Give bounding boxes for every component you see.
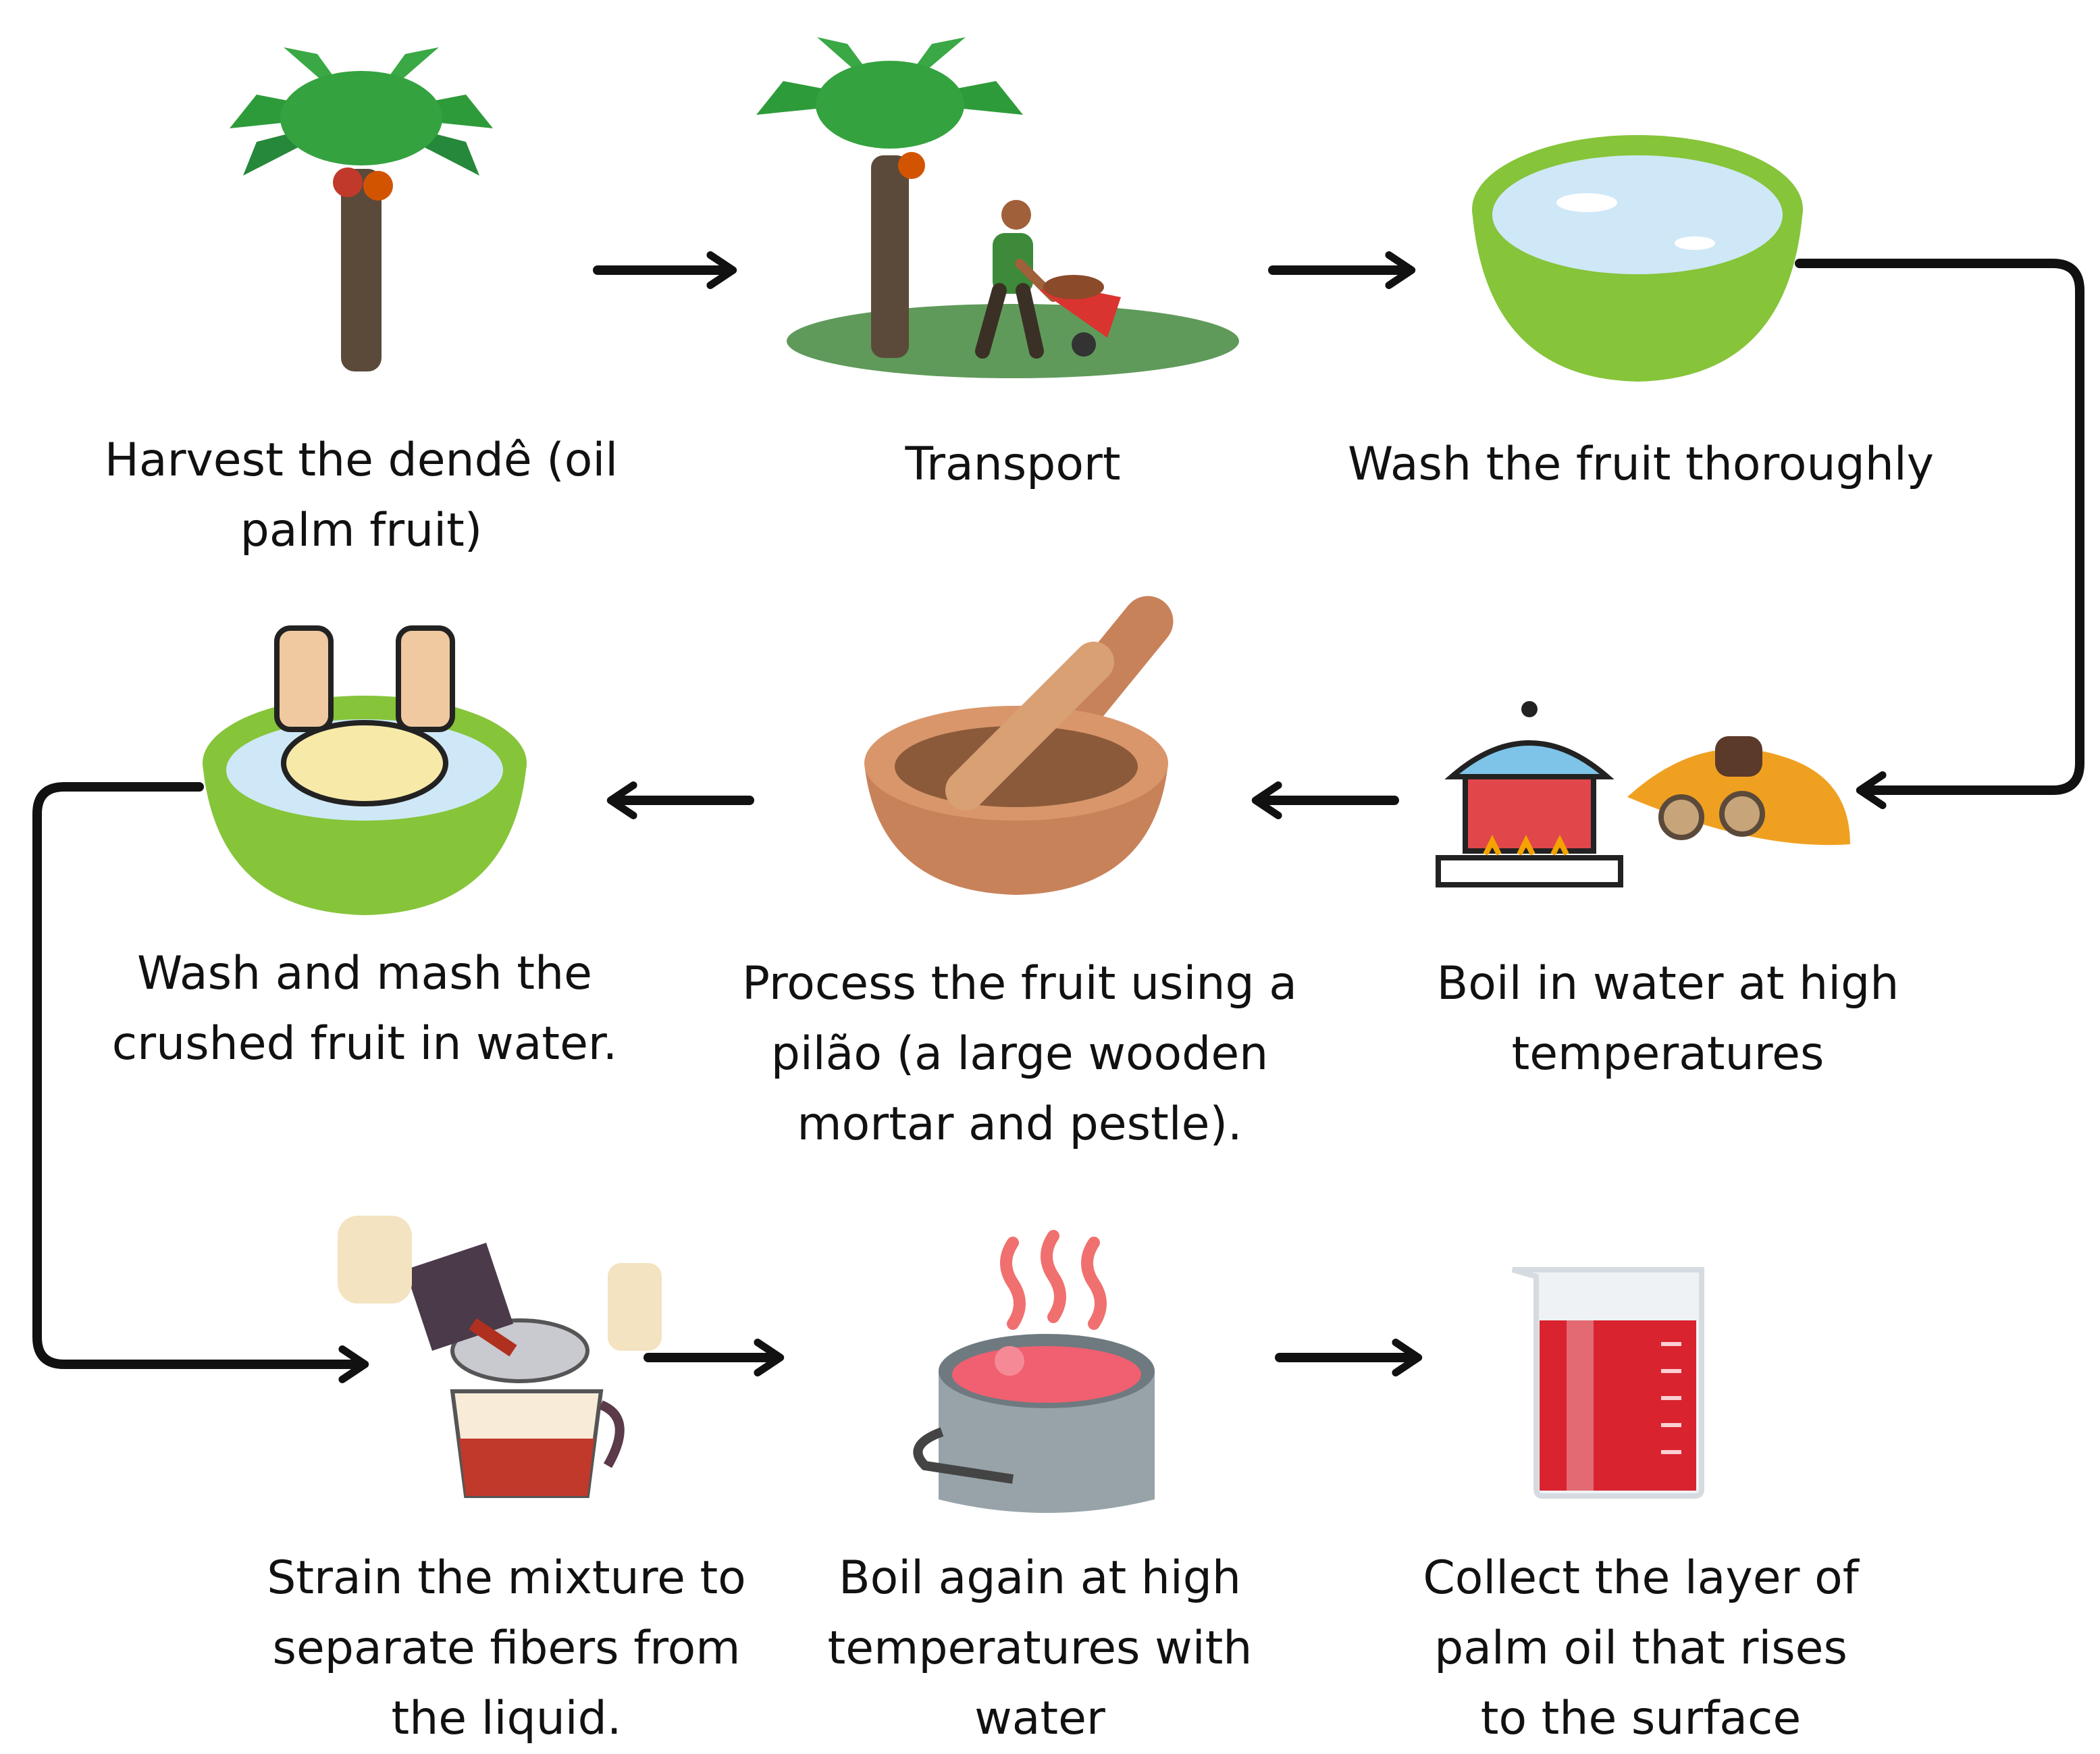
step-label-boil-water: Boil in water at high temperatures — [1436, 957, 1899, 1081]
boiling-pot-icon — [913, 1230, 1155, 1513]
step-label-strain: Strain the mixture to separate fibers fr… — [267, 1551, 746, 1745]
step-label-wash-mash: Wash and mash the crushed fruit in water… — [111, 947, 618, 1071]
step-label-wash-fruit: Wash the fruit thoroughly — [1348, 438, 1934, 491]
step-label-process-pilao: Process the fruit using a pilão (a large… — [742, 957, 1297, 1151]
mortar-and-pestle-icon — [864, 596, 1174, 895]
water-basin-icon — [1472, 135, 1803, 382]
step-label-transport: Transport — [905, 438, 1121, 491]
hands-mashing-in-basin-icon — [203, 625, 527, 915]
arrow-3-to-4 — [1795, 259, 2084, 809]
arrow-6-to-7 — [32, 782, 369, 1383]
palm-tree-icon — [230, 47, 493, 371]
cooking-pot-with-fruit-icon — [1436, 701, 1850, 887]
flow-arrows — [32, 251, 2084, 1383]
step-label-boil-again: Boil again at high temperatures with wat… — [827, 1551, 1253, 1745]
wheelbarrow-transport-icon — [756, 37, 1239, 378]
straining-liquid-icon — [338, 1216, 662, 1498]
step-label-harvest: Harvest the dendê (oil palm fruit) — [104, 434, 619, 557]
measuring-beaker-icon — [1511, 1267, 1704, 1499]
step-label-collect-oil: Collect the layer of palm oil that rises… — [1423, 1551, 1859, 1745]
